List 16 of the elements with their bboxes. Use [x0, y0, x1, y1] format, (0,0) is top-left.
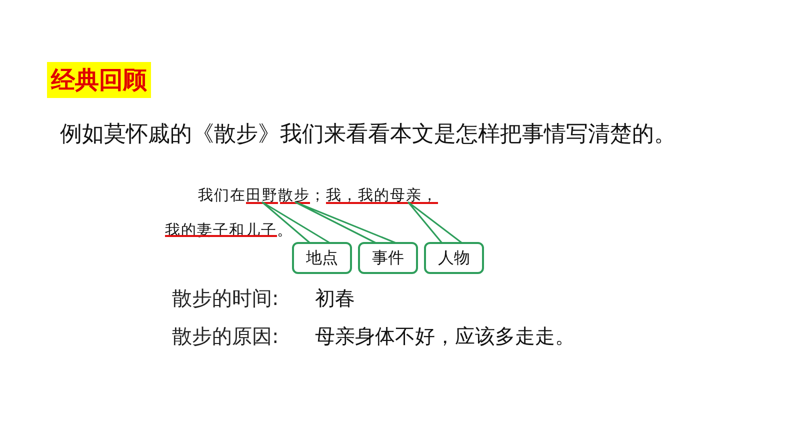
- underline: [165, 235, 277, 237]
- sentence: 例如莫怀戚的《散步》我们来看看本文是怎样把事情写清楚的。: [60, 121, 676, 149]
- field-label: 散步的原因:: [172, 323, 279, 350]
- callout-box: 事件: [358, 242, 418, 274]
- callout-box: 人物: [424, 242, 484, 274]
- callout-box: 地点: [292, 242, 352, 274]
- underline: [246, 202, 278, 204]
- field-label: 散步的时间:: [172, 285, 279, 312]
- callout-pointer: [261, 201, 331, 244]
- underline: [280, 202, 310, 204]
- field-value: 初春: [315, 285, 355, 312]
- underline: [326, 202, 438, 204]
- title: 经典回顾: [47, 62, 151, 98]
- field-value: 母亲身体不好，应该多走走。: [315, 323, 575, 350]
- callout-pointer: [294, 201, 397, 244]
- callout-pointer: [407, 201, 463, 244]
